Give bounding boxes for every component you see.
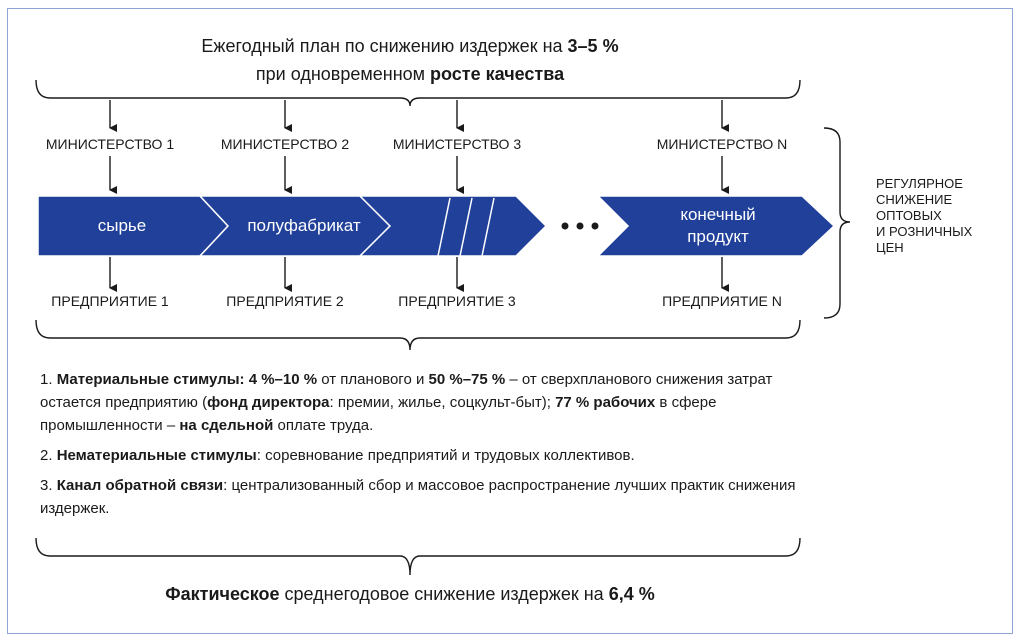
stimulus-material: 1. Материальные стимулы: 4 %–10 % от пла… [40,371,773,434]
lower-brace [35,537,801,576]
line: ЦЕН [876,240,904,255]
actual-reduction: Фактическое среднегодовое снижение издер… [0,584,820,605]
ellipsis-dots [561,222,599,230]
ministry-1: МИНИСТЕРСТВО 1 [45,136,175,152]
stimulus-nonmaterial: 2. Нематериальные стимулы: соревнование … [40,447,635,464]
enterprise-3: ПРЕДПРИЯТИЕ 3 [398,293,516,309]
stimuli-list: 1. Материальные стимулы: 4 %–10 % от пла… [40,368,800,527]
break-slash [481,197,495,257]
enterprise-1: ПРЕДПРИЯТИЕ 1 [51,293,169,309]
line: СНИЖЕНИЕ [876,192,953,207]
line: РЕГУЛЯРНОЕ [876,176,963,191]
ministry-2: МИНИСТЕРСТВО 2 [220,136,350,152]
actual-text: среднегодовое снижение издержек на [279,584,609,604]
enterprise-n: ПРЕДПРИЯТИЕ N [662,293,782,309]
actual-label: Фактическое [165,584,280,604]
ministry-n: МИНИСТЕРСТВО N [656,136,788,152]
chevron-final [596,195,836,257]
plan-title-line2: при одновременном росте качества [0,64,820,85]
chevron-intermediate [358,195,548,257]
price-reduction-label: РЕГУЛЯРНОЕ СНИЖЕНИЕ ОПТОВЫХ И РОЗНИЧНЫХ … [876,176,972,256]
frame-border [7,8,1013,634]
break-slash [437,197,451,257]
stimulus-feedback: 3. Канал обратной связи: централизованны… [40,477,796,517]
line: И РОЗНИЧНЫХ [876,224,973,239]
right-brace [823,127,851,319]
plan-text: при одновременном [255,64,431,84]
segment-semi-label: полуфабрикат [247,216,361,235]
middle-brace [35,319,801,351]
break-slash [459,197,473,257]
plan-title-line1: Ежегодный план по снижению издержек на 3… [0,36,820,57]
plan-percent: 3–5 % [567,36,619,56]
ministry-3: МИНИСТЕРСТВО 3 [392,136,522,152]
top-brace [35,79,801,107]
enterprise-2: ПРЕДПРИЯТИЕ 2 [226,293,344,309]
actual-value: 6,4 % [608,584,655,604]
plan-text: Ежегодный план по снижению издержек на [201,36,568,56]
segment-raw-label: сырье [97,216,147,235]
final-line2: продукт [687,227,749,246]
quality-text: росте качества [430,64,565,84]
final-line1: конечный [680,205,756,224]
segment-final-label: конечный продукт [680,204,755,248]
line: ОПТОВЫХ [876,208,942,223]
